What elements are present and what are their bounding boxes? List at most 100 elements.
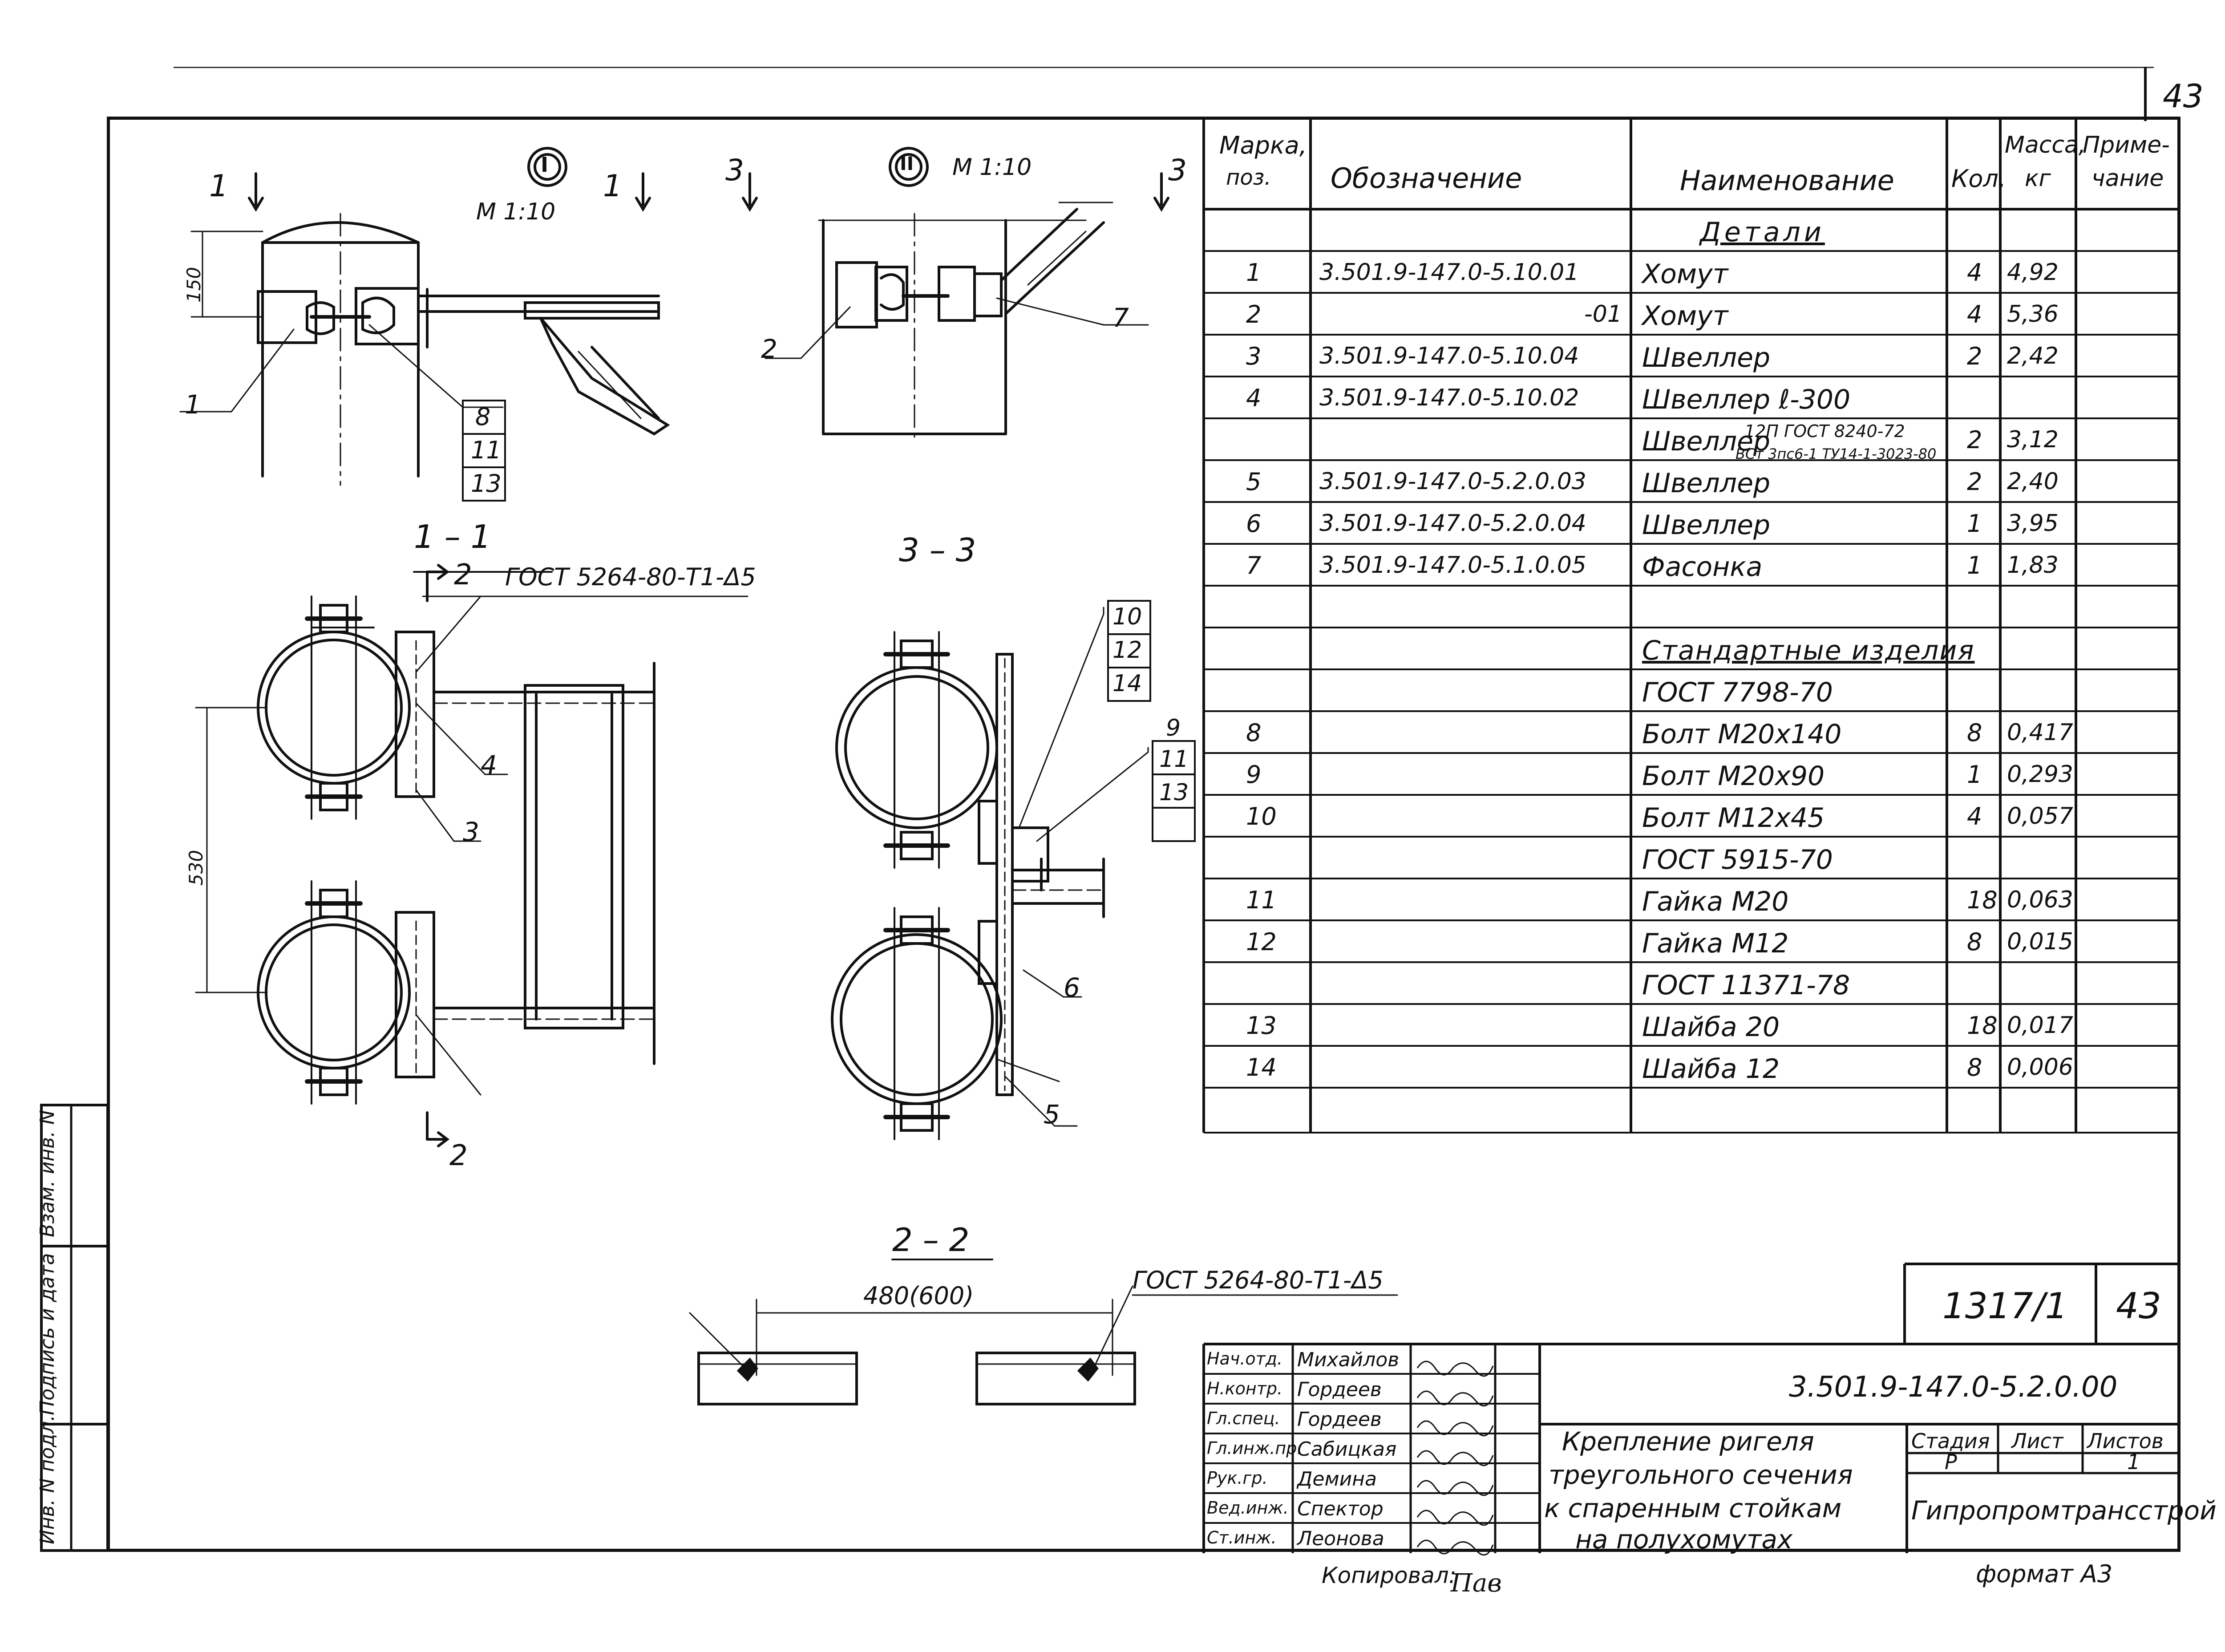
spec-name-cell: Болт М12х45 bbox=[1642, 802, 1825, 834]
spec-qty-cell: 2 bbox=[1967, 426, 1982, 454]
spec-mark-cell: 11 bbox=[1246, 886, 1277, 914]
spec-mark-cell: 5 bbox=[1246, 468, 1262, 496]
spec-mass-cell: 0,057 bbox=[2007, 803, 2073, 830]
spec-name-cell: Швеллер bbox=[1642, 342, 1771, 373]
spec-designation-cell: 3.501.9-147.0-5.2.0.04 bbox=[1319, 510, 1586, 537]
header-mass-l1: Масса, bbox=[2005, 132, 2086, 158]
callout-1: 1 bbox=[185, 389, 201, 420]
header-qty: Кол. bbox=[1951, 165, 2007, 193]
scale-II-label: М 1:10 bbox=[952, 154, 1032, 181]
callout-6: 6 bbox=[1064, 972, 1080, 1003]
spec-name-subscript: ВСт 3пс6-1 ТУ14-1-3023-80 bbox=[1736, 445, 1937, 462]
section-3-3-title: 3 – 3 bbox=[899, 531, 976, 569]
side-stamp-strip bbox=[40, 1104, 109, 1552]
header-name: Наименование bbox=[1680, 164, 1894, 197]
callout-2: 2 bbox=[761, 334, 777, 364]
spec-qty-cell: 8 bbox=[1967, 928, 1982, 956]
spec-mass-cell: 5,36 bbox=[2007, 301, 2059, 328]
spec-qty-cell: 1 bbox=[1967, 510, 1982, 538]
format-label: формат А3 bbox=[1976, 1560, 2113, 1588]
spec-designation-cell: 3.501.9-147.0-5.10.01 bbox=[1319, 259, 1579, 286]
organization-name: Гипропромтрансстрой bbox=[1911, 1495, 2217, 1526]
callout-4: 4 bbox=[481, 750, 497, 780]
view-I-mark: I bbox=[541, 153, 549, 177]
header-note-l2: чание bbox=[2092, 165, 2164, 192]
spec-mass-cell: 0,417 bbox=[2007, 719, 2073, 746]
spec-name-cell: Болт М20х90 bbox=[1642, 761, 1825, 792]
spec-qty-cell: 1 bbox=[1967, 551, 1982, 579]
signature-role: Нач.отд. bbox=[1207, 1349, 1283, 1369]
header-mark-l1: Марка, bbox=[1219, 131, 1307, 159]
signature-name: Михайлов bbox=[1297, 1348, 1400, 1371]
signature-role: Гл.инж.пр. bbox=[1207, 1438, 1303, 1458]
spec-designation-cell: 3.501.9-147.0-5.1.0.05 bbox=[1319, 552, 1586, 579]
spec-name-cell: ГОСТ 5915-70 bbox=[1642, 844, 1833, 875]
signature-name: Гордеев bbox=[1297, 1378, 1382, 1401]
sheet-number-top: 43 bbox=[2163, 77, 2204, 115]
spec-name-cell: Шайба 12 bbox=[1642, 1053, 1780, 1085]
spec-name-cell: Хомут bbox=[1642, 300, 1728, 332]
spec-mark-cell: 8 bbox=[1246, 719, 1262, 747]
sheet-label: Лист bbox=[2011, 1429, 2063, 1453]
spec-mark-cell: 6 bbox=[1246, 510, 1262, 538]
header-designation: Обозначение bbox=[1331, 162, 1522, 194]
spec-mass-cell: 3,12 bbox=[2007, 426, 2059, 453]
spec-mark-cell: 12 bbox=[1246, 928, 1277, 956]
callout-10: 10 bbox=[1112, 603, 1142, 630]
spec-mass-cell: 2,42 bbox=[2007, 343, 2059, 369]
spec-name-cell: ГОСТ 11371-78 bbox=[1642, 970, 1850, 1001]
signature-role: Рук.гр. bbox=[1207, 1468, 1268, 1488]
spec-name-cell: ГОСТ 7798-70 bbox=[1642, 677, 1833, 708]
copied-by-label: Копировал: bbox=[1322, 1563, 1456, 1588]
spec-name-cell: Болт М20х140 bbox=[1642, 719, 1842, 750]
spec-qty-cell: 4 bbox=[1967, 259, 1982, 287]
spec-name-cell: Швеллер ℓ-300 bbox=[1642, 384, 1851, 415]
callout-7: 7 bbox=[1112, 303, 1129, 333]
weld-note-2: ГОСТ 5264-80-Т1-Δ5 bbox=[1133, 1266, 1384, 1294]
spec-mark-cell: 3 bbox=[1246, 342, 1262, 370]
spec-mass-cell: 4,92 bbox=[2007, 259, 2059, 286]
callout-11-section-3: 11 bbox=[1159, 746, 1189, 773]
sheets-total-value: 1 bbox=[2127, 1450, 2140, 1474]
section-2-2-title: 2 – 2 bbox=[892, 1221, 970, 1259]
callout-14: 14 bbox=[1112, 670, 1142, 697]
spec-mark-cell: 10 bbox=[1246, 802, 1277, 830]
spec-name-cell: Швеллер bbox=[1642, 468, 1771, 499]
signature-name: Гордеев bbox=[1297, 1408, 1382, 1431]
side-label-vzam: Взам. инв. N bbox=[36, 1110, 59, 1237]
spec-mass-cell: 0,293 bbox=[2007, 761, 2073, 788]
title-sheet-number: 43 bbox=[2116, 1285, 2161, 1327]
callout-9: 9 bbox=[1166, 715, 1181, 741]
spec-mass-cell: 1,83 bbox=[2007, 552, 2059, 579]
dim-150-label: 150 bbox=[183, 267, 205, 303]
spec-mark-cell: 14 bbox=[1246, 1053, 1277, 1081]
spec-mark-cell: 2 bbox=[1246, 300, 1262, 328]
spec-designation-cell: 3.501.9-147.0-5.2.0.03 bbox=[1319, 468, 1586, 495]
title-line-2: треугольного сечения bbox=[1549, 1460, 1853, 1490]
dim-480-label: 480(600) bbox=[863, 1282, 974, 1310]
callout-13-view-I: 13 bbox=[471, 470, 502, 498]
spec-designation-cell: -01 bbox=[1584, 301, 1622, 328]
section-1-1-title: 1 – 1 bbox=[414, 518, 491, 555]
spec-name-cell: Гайка М20 bbox=[1642, 886, 1789, 917]
spec-name-cell: Фасонка bbox=[1642, 551, 1763, 583]
dim-530-label: 530 bbox=[185, 850, 207, 886]
weld-note-1: ГОСТ 5264-80-Т1-Δ5 bbox=[505, 563, 756, 591]
cut-1-right-label: 1 bbox=[603, 169, 623, 204]
spec-designation-cell: 3.501.9-147.0-5.10.02 bbox=[1319, 385, 1579, 411]
callout-11-view-I: 11 bbox=[471, 436, 502, 464]
signature-role: Н.контр. bbox=[1207, 1379, 1283, 1398]
sheets-label: Листов bbox=[2087, 1429, 2164, 1453]
spec-qty-cell: 8 bbox=[1967, 1053, 1982, 1081]
header-mass-l2: кг bbox=[2025, 165, 2051, 192]
cut-1-left-label: 1 bbox=[209, 169, 229, 204]
stage-value: Р bbox=[1945, 1450, 1957, 1474]
cut-3-right-label: 3 bbox=[1168, 153, 1187, 187]
cut-2-bottom-label: 2 bbox=[449, 1139, 468, 1172]
spec-mass-cell: 3,95 bbox=[2007, 510, 2059, 537]
spec-mass-cell: 0,017 bbox=[2007, 1012, 2073, 1039]
spec-mass-cell: 0,063 bbox=[2007, 887, 2073, 913]
signature-name: Леонова bbox=[1297, 1527, 1384, 1550]
spec-name-cell: Швеллер bbox=[1642, 510, 1771, 541]
spec-mark-cell: 4 bbox=[1246, 384, 1262, 412]
